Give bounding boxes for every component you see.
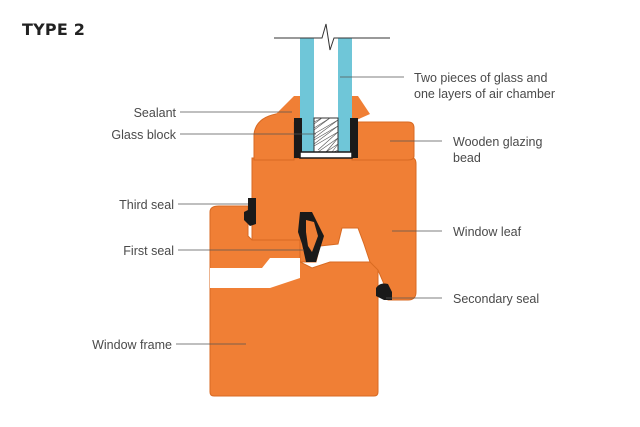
diagram-title: TYPE 2 — [22, 20, 86, 39]
label-wooden-bead-line-2: bead — [453, 151, 481, 165]
glass-pane-left — [300, 38, 314, 156]
glass-block-hatch — [313, 117, 339, 153]
glass-pane-right — [338, 38, 352, 156]
label-window-frame: Window frame — [92, 338, 172, 352]
first-seal-inner — [306, 220, 318, 252]
third-seal-shape — [244, 198, 256, 226]
frame-groove — [210, 258, 300, 288]
label-wooden-bead: Wooden glazing bead — [453, 134, 542, 166]
setting-block-right — [350, 118, 358, 158]
window-leaf-shape — [251, 157, 417, 301]
label-glass-line-2: one layers of air chamber — [414, 87, 556, 101]
setting-block-left — [294, 118, 302, 158]
label-glass-block: Glass block — [111, 128, 176, 142]
label-wooden-bead-line-1: Wooden glazing — [453, 135, 543, 149]
wooden-glazing-bead-shape — [351, 121, 415, 161]
label-window-leaf: Window leaf — [453, 225, 522, 239]
label-first-seal: First seal — [123, 244, 174, 258]
glass-break-line — [274, 23, 390, 51]
label-sealant: Sealant — [133, 106, 176, 120]
label-secondary-seal: Secondary seal — [453, 292, 540, 306]
label-glass-line-1: Two pieces of glass and — [414, 71, 548, 85]
label-third-seal: Third seal — [119, 198, 174, 212]
setting-block-bottom — [299, 151, 353, 159]
label-glass: Two pieces of glass and one layers of ai… — [414, 70, 555, 102]
secondary-seal-shape — [376, 283, 392, 300]
sealant-left — [276, 96, 300, 122]
leader-lines — [176, 76, 442, 345]
window-frame-shape — [209, 205, 379, 397]
sealant-right — [352, 96, 370, 122]
